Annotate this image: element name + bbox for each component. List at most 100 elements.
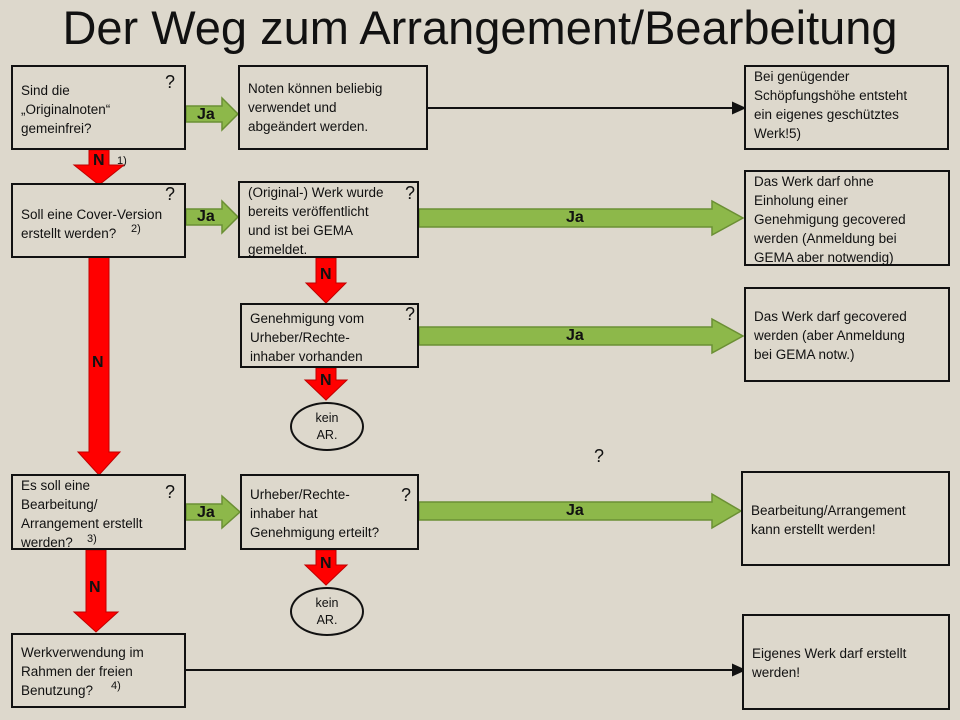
box-line: Genehmigung erteilt?: [250, 525, 380, 540]
box-line: verwendet und: [248, 100, 337, 115]
box-genehmigung-erteilt: Urheber/Rechte- inhaber hat Genehmigung …: [240, 474, 419, 550]
box-line: gemeinfrei?: [21, 121, 92, 136]
label-n: N: [89, 579, 101, 596]
yes-arrow-m3: [418, 317, 745, 355]
box-gecovered-anmeldung: Das Werk darf gecovered werden (aber Anm…: [744, 287, 950, 382]
box-line: inhaber vorhanden: [250, 349, 363, 364]
footnote-4: 4): [111, 680, 121, 692]
label-n: N: [320, 555, 332, 572]
box-genehmigung-vorhanden: Genehmigung vom Urheber/Rechte- inhaber …: [240, 303, 419, 368]
question-mark: ?: [165, 184, 176, 204]
box-line: GEMA aber notwendig): [754, 250, 894, 265]
box-line: Arrangement erstellt: [21, 516, 143, 531]
yes-arrow-q3: [185, 494, 242, 530]
box-noten-beliebig: Noten können beliebig verwendet und abge…: [238, 65, 428, 150]
label-n: N: [93, 152, 105, 169]
box-line: Schöpfungshöhe entsteht: [754, 88, 908, 103]
box-line: werden (Anmeldung bei: [754, 231, 897, 246]
box-line: Rahmen der freien: [21, 664, 133, 679]
box-line: bereits veröffentlicht: [248, 204, 369, 219]
box-line: erstellt werden?: [21, 226, 117, 241]
box-line: Genehmigung gecovered: [754, 212, 906, 227]
box-line: Werk!5): [754, 126, 802, 141]
box-line: „Originalnoten“: [21, 102, 111, 117]
box-eigenes-werk: Eigenes Werk darf erstellt werden!: [742, 614, 950, 710]
box-cover-version: Soll eine Cover-Version erstellt werden?: [11, 183, 186, 258]
no-arrow-q2: [76, 256, 122, 476]
page-title: Der Weg zum Arrangement/Bearbeitung: [62, 1, 898, 54]
oval-line: AR.: [316, 428, 338, 442]
box-arrangement-erstellbar: Bearbeitung/Arrangement kann erstellt we…: [741, 471, 950, 566]
footnote-1: 1): [117, 155, 127, 167]
question-mark: ?: [405, 304, 416, 324]
no-arrows: [72, 149, 349, 633]
arrowhead-q4-r5: [732, 663, 747, 677]
box-line: Urheber/Rechte-: [250, 487, 350, 502]
footnote-2: 2): [131, 223, 141, 235]
yes-arrow-q1: [185, 96, 240, 132]
box-line: werden!: [752, 665, 801, 680]
box-originalnoten-gemeinfrei: Sind die „Originalnoten“ gemeinfrei?: [11, 65, 186, 150]
label-ja: Ja: [566, 209, 584, 226]
box-line: (Original-) Werk wurde: [248, 185, 384, 200]
no-arrow-m3: [303, 367, 349, 401]
box-line: Noten können beliebig: [248, 81, 383, 96]
plain-arrows: [186, 101, 747, 677]
box-line: Genehmigung vom: [250, 311, 365, 326]
box-line: werden (aber Anmeldung: [754, 328, 905, 343]
box-line: kann erstellt werden!: [751, 522, 876, 537]
oval-line: kein: [315, 411, 339, 425]
box-line: Sind die: [21, 83, 70, 98]
label-ja: Ja: [566, 327, 584, 344]
box-line: und ist bei GEMA: [248, 223, 354, 238]
yes-arrow-m4: [418, 492, 743, 530]
box-line: Das Werk darf ohne: [754, 174, 874, 189]
no-arrow-q3: [72, 549, 120, 633]
box-line: Benutzung?: [21, 683, 94, 698]
oval-line: AR.: [316, 613, 338, 627]
arrowhead-m1-r1: [732, 101, 747, 115]
yes-arrows: [185, 96, 745, 530]
box-line: werden?: [21, 535, 73, 550]
box-bearbeitung-arrangement: Es soll eine Bearbeitung/ Arrangement er…: [11, 474, 186, 550]
box-line: Bearbeitung/Arrangement: [751, 503, 906, 518]
box-line: Eigenes Werk darf erstellt: [752, 646, 907, 661]
oval-line: kein: [315, 596, 339, 610]
box-line: Werkverwendung im: [21, 645, 144, 660]
box-line: Das Werk darf gecovered: [754, 309, 907, 324]
box-line: Einholung einer: [754, 193, 848, 208]
question-mark: ?: [165, 72, 176, 92]
box-line: Bei genügender: [754, 69, 850, 84]
question-mark: ?: [405, 183, 416, 203]
label-n: N: [92, 354, 104, 371]
box-gecovered-ohne-genehmigung: Das Werk darf ohne Einholung einer Geneh…: [744, 170, 950, 266]
box-line: Soll eine Cover-Version: [21, 207, 163, 222]
label-ja: Ja: [566, 502, 584, 519]
no-arrow-m2: [304, 257, 348, 304]
box-line: gemeldet.: [248, 242, 308, 257]
label-n: N: [320, 266, 332, 283]
oval-kein-ar-2: kein AR.: [290, 587, 364, 636]
box-line: ein eigenes geschütztes: [754, 107, 899, 122]
box-werk-veroeffentlicht: (Original-) Werk wurde bereits veröffent…: [238, 181, 419, 258]
label-n: N: [320, 372, 332, 389]
box-line: abgeändert werden.: [248, 119, 369, 134]
question-mark: ?: [165, 482, 176, 502]
box-line: Urheber/Rechte-: [250, 330, 350, 345]
box-eigenes-geschuetztes-werk: Bei genügender Schöpfungshöhe entsteht e…: [744, 65, 949, 150]
question-mark: ?: [594, 446, 605, 466]
label-ja: Ja: [197, 106, 215, 123]
box-line: inhaber hat: [250, 506, 318, 521]
yes-arrow-m2: [418, 199, 745, 237]
yes-arrow-q2: [185, 199, 240, 235]
footnote-3: 3): [87, 533, 97, 545]
box-line: Bearbeitung/: [21, 497, 98, 512]
box-line: bei GEMA notw.): [754, 347, 855, 362]
oval-kein-ar-1: kein AR.: [290, 402, 364, 451]
label-ja: Ja: [197, 504, 215, 521]
question-mark: ?: [401, 485, 412, 505]
box-freie-benutzung: Werkverwendung im Rahmen der freien Benu…: [11, 633, 186, 708]
no-arrow-q1: [72, 149, 126, 186]
no-arrow-m4: [303, 549, 349, 586]
